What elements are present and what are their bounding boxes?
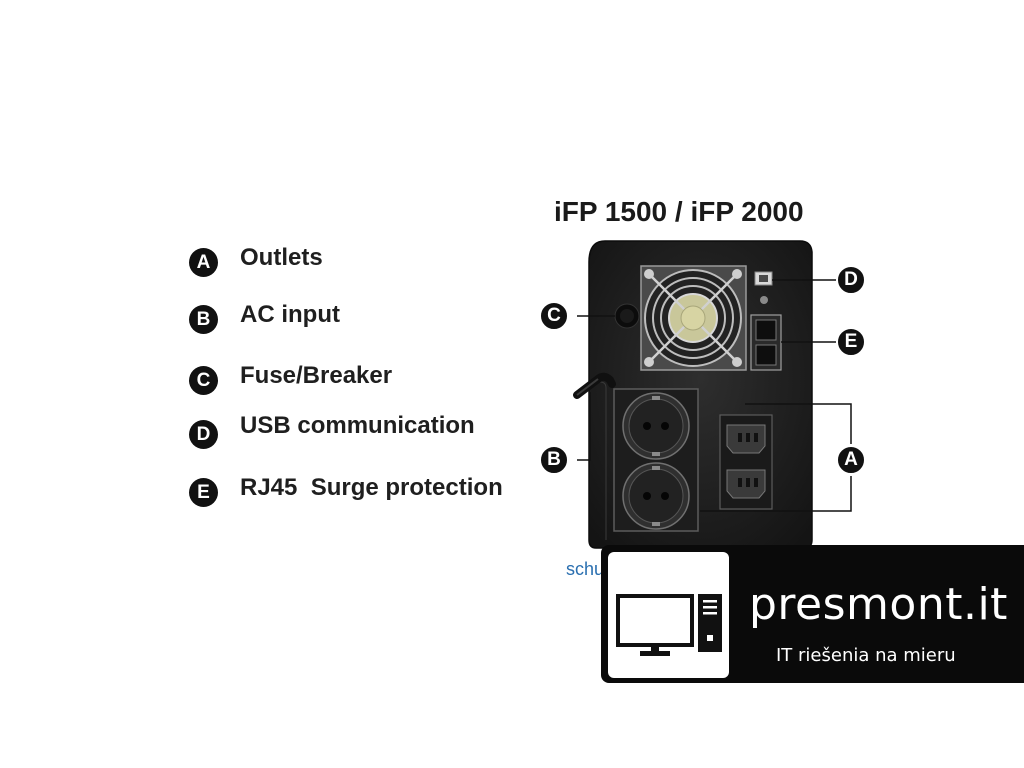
brand-tagline: IT riešenia na mieru <box>776 645 956 666</box>
legend-label-ac-input: AC input <box>240 301 340 328</box>
legend-label-usb: USB communication <box>240 412 475 439</box>
computer-icon <box>608 552 729 678</box>
legend-label-rj45: RJ45 Surge protection <box>240 474 503 501</box>
schuko-outlets <box>613 388 699 532</box>
iec-c13-outlets <box>719 414 773 510</box>
brand-name: presmont.it <box>749 579 1008 630</box>
legend-badge-c: C <box>189 366 218 395</box>
ac-input-cable <box>573 372 616 399</box>
legend-badge-e: E <box>189 478 218 507</box>
legend-badge-a: A <box>189 248 218 277</box>
legend-badge-d: D <box>189 420 218 449</box>
legend-label-outlets: Outlets <box>240 244 323 271</box>
fuse-breaker <box>614 303 640 329</box>
callout-d: D <box>836 265 866 295</box>
legend-badge-b: B <box>189 305 218 334</box>
callout-e: E <box>836 327 866 357</box>
legend-label-fuse-breaker: Fuse/Breaker <box>240 362 393 389</box>
callout-c: C <box>539 301 569 331</box>
leader-lines <box>577 279 852 512</box>
usb-port <box>754 271 773 304</box>
rj45-ports <box>750 314 782 371</box>
callout-b: B <box>539 445 569 475</box>
brand-watermark: presmont.it IT riešenia na mieru <box>601 545 1024 683</box>
diagram-title: iFP 1500 / iFP 2000 <box>554 196 804 227</box>
callout-a: A <box>836 445 866 475</box>
cooling-fan <box>640 265 747 371</box>
